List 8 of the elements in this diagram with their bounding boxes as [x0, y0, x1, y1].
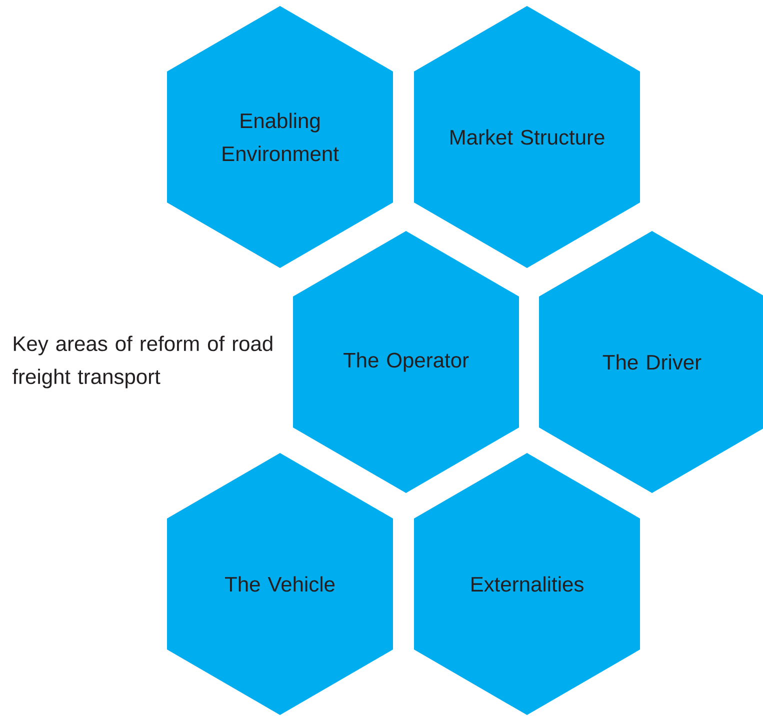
hexagon: The Vehicle — [167, 453, 393, 715]
hexagon: The Operator — [293, 231, 519, 493]
caption-text: Key areas of reform of road freight transport — [12, 336, 272, 388]
hexagon: Externalities — [414, 453, 640, 715]
hexagon: Market Structure — [414, 6, 640, 268]
node-label: Externalities — [472, 576, 584, 592]
hexagon: The Driver — [539, 231, 763, 493]
hexagon: Enabling Environment — [167, 6, 393, 268]
